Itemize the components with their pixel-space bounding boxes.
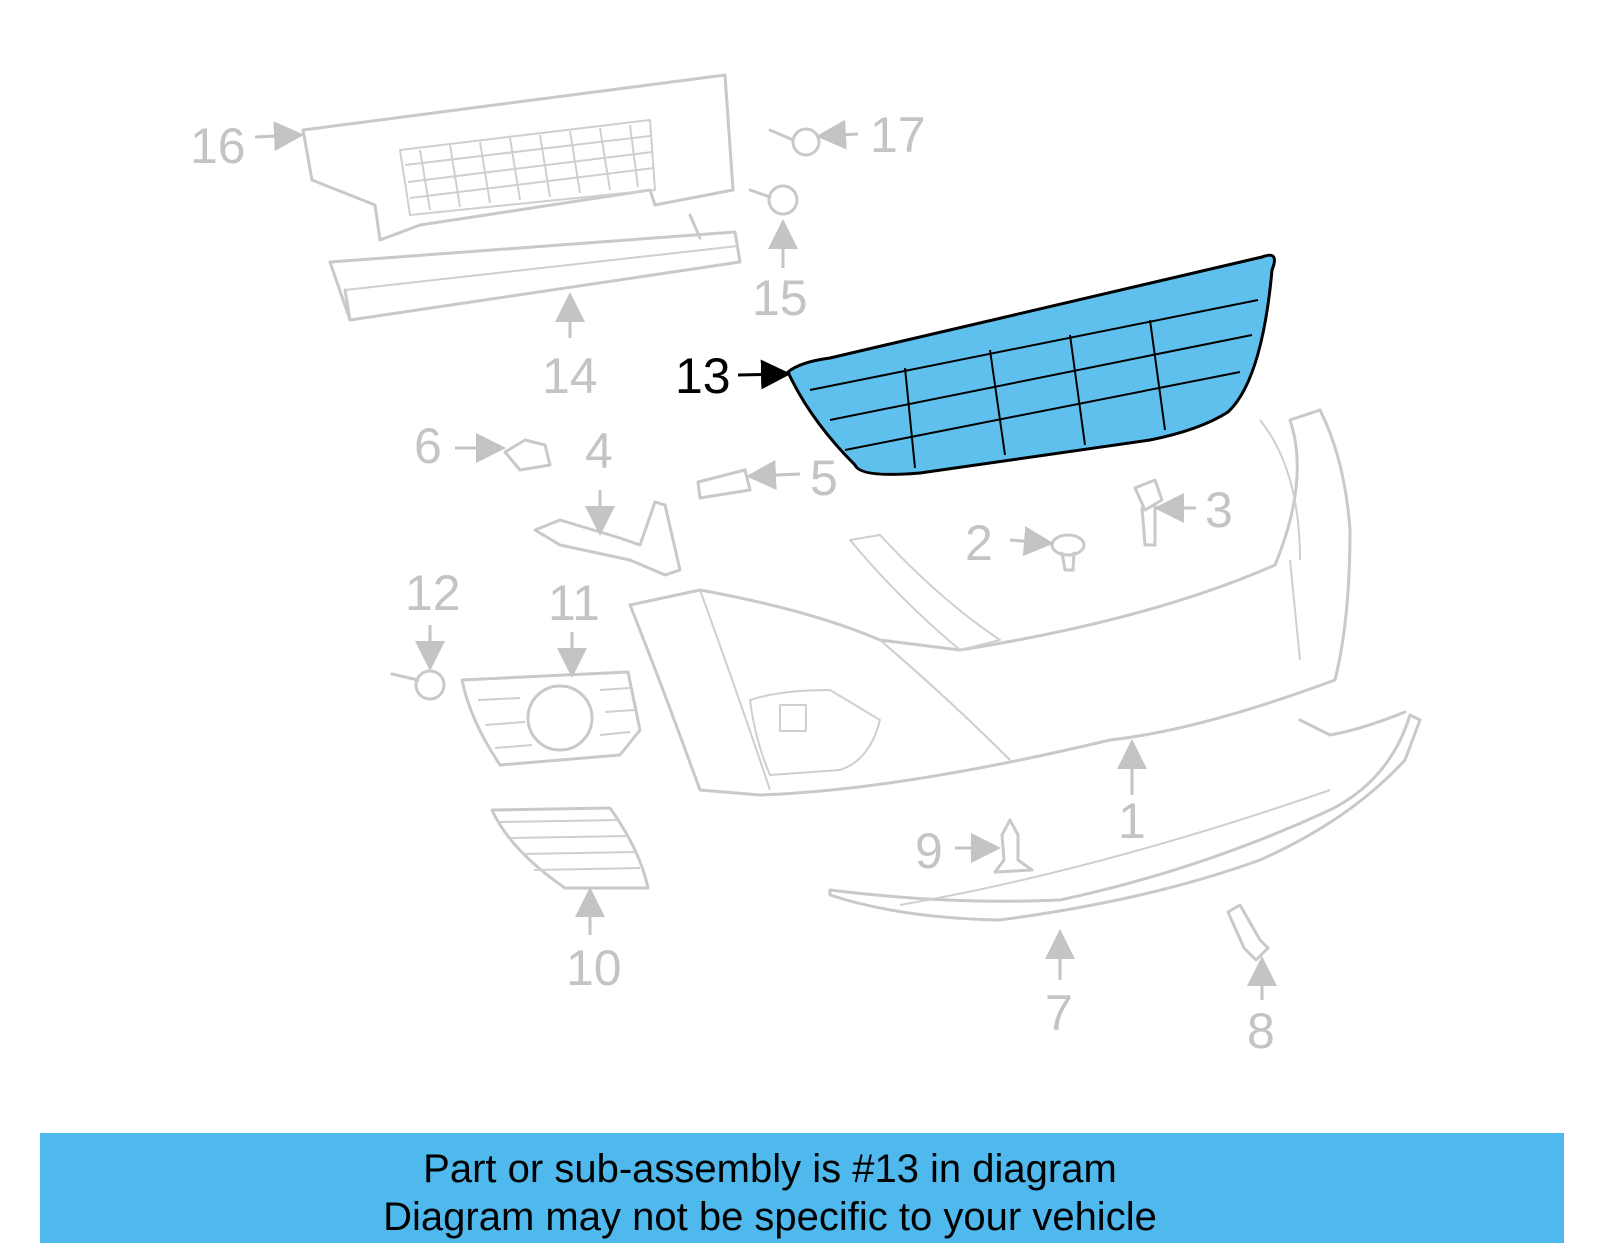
- part-7-lower-spoiler: [828, 710, 1422, 922]
- callout-labels: 16 17 15 14 13 6 4 5 3 2 12 11 1 9 10 7 …: [190, 107, 1275, 1059]
- part-16-upper-bracket: [301, 73, 735, 242]
- part-15-nut: [748, 184, 799, 216]
- callout-17: 17: [870, 107, 926, 163]
- part-5-bolt: [696, 468, 752, 500]
- callout-13: 13: [675, 348, 731, 404]
- callout-16: 16: [190, 118, 246, 174]
- part-13-grille: [786, 253, 1276, 476]
- part-4-bracket: [533, 500, 682, 577]
- part-8-bolt: [1226, 903, 1270, 962]
- callout-8: 8: [1247, 1003, 1275, 1059]
- callout-3: 3: [1205, 482, 1233, 538]
- callout-11: 11: [548, 575, 600, 631]
- part-9-push-pin: [993, 818, 1034, 874]
- callout-14: 14: [542, 348, 598, 404]
- callout-4: 4: [585, 423, 613, 479]
- callout-10: 10: [566, 940, 622, 996]
- callout-9: 9: [915, 823, 943, 879]
- banner-line-disclaimer: Diagram may not be specific to your vehi…: [383, 1195, 1157, 1239]
- part-12-bolt: [390, 669, 446, 701]
- part-14-reinforcement: [328, 213, 742, 322]
- callout-15: 15: [752, 270, 808, 326]
- part-6-clip: [503, 438, 552, 472]
- part-11-fog-bezel: [460, 670, 642, 767]
- part-1-bumper-cover: [628, 408, 1352, 797]
- callout-12: 12: [405, 565, 461, 621]
- part-2-clip: [1050, 533, 1086, 572]
- callout-2: 2: [965, 515, 993, 571]
- part-10-grille-insert: [490, 806, 650, 890]
- callout-1: 1: [1118, 793, 1146, 849]
- callout-6: 6: [414, 418, 442, 474]
- banner-line-part: Part or sub-assembly is #13 in diagram: [423, 1147, 1117, 1191]
- callout-7: 7: [1045, 985, 1073, 1041]
- part-17-nut: [768, 127, 821, 157]
- info-banner: Part or sub-assembly is #13 in diagram D…: [40, 1133, 1564, 1243]
- part-3-bolt: [1133, 478, 1164, 547]
- callout-5: 5: [810, 450, 838, 506]
- leader-arrows: [254, 119, 1277, 1000]
